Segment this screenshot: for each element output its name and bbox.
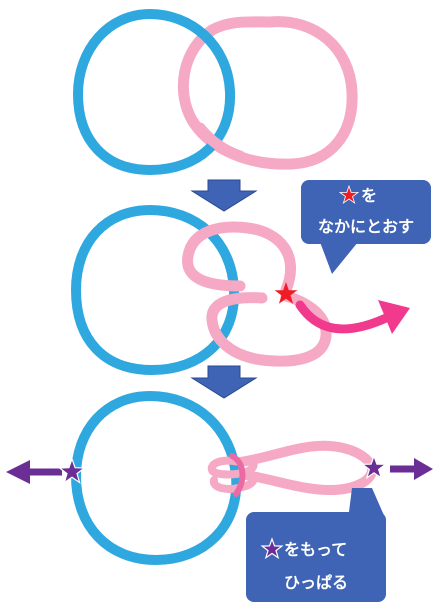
step3-pink-long-loop: [235, 440, 378, 496]
step1-pink-overlap: [194, 122, 246, 162]
callout-hold-and-pull: をもって ひっぱる: [246, 488, 386, 602]
callout-bottom-line2: ひっぱる: [284, 573, 348, 592]
step1-pink-loop: [177, 16, 358, 170]
red-star-icon: [274, 282, 298, 304]
callout-bottom-line1: をもって: [284, 540, 347, 559]
step2-pink-upper-lobe: [182, 221, 296, 296]
step-3: [6, 391, 433, 565]
step-1: [73, 9, 358, 175]
step2-blue-loop: [71, 205, 240, 375]
step3-knot-wrap: [207, 456, 258, 493]
step3-blue-loop: [71, 391, 242, 565]
outline-star-icon: [57, 457, 87, 484]
callout-outline-star-icon: [260, 537, 284, 560]
outline-star-icon: [360, 454, 388, 480]
callout-red-star-icon: [338, 184, 360, 205]
callout-top-line2: なかにとおす: [318, 217, 414, 236]
magenta-pull-arrow-head: [378, 300, 410, 334]
step1-blue-loop: [73, 9, 236, 175]
step-2: [71, 205, 410, 375]
magenta-pull-arrow-shaft: [295, 300, 391, 334]
down-arrow-icon: [190, 179, 258, 212]
callout-top-line1: を: [361, 186, 377, 205]
down-arrow-icon: [190, 365, 258, 399]
step3-knot-core: [229, 453, 246, 497]
left-pull-arrow-head: [6, 460, 30, 484]
right-pull-arrow-head: [414, 458, 433, 480]
callout-pass-through: を なかにとおす: [301, 180, 431, 274]
step2-pink-lower-lobe: [206, 290, 332, 367]
